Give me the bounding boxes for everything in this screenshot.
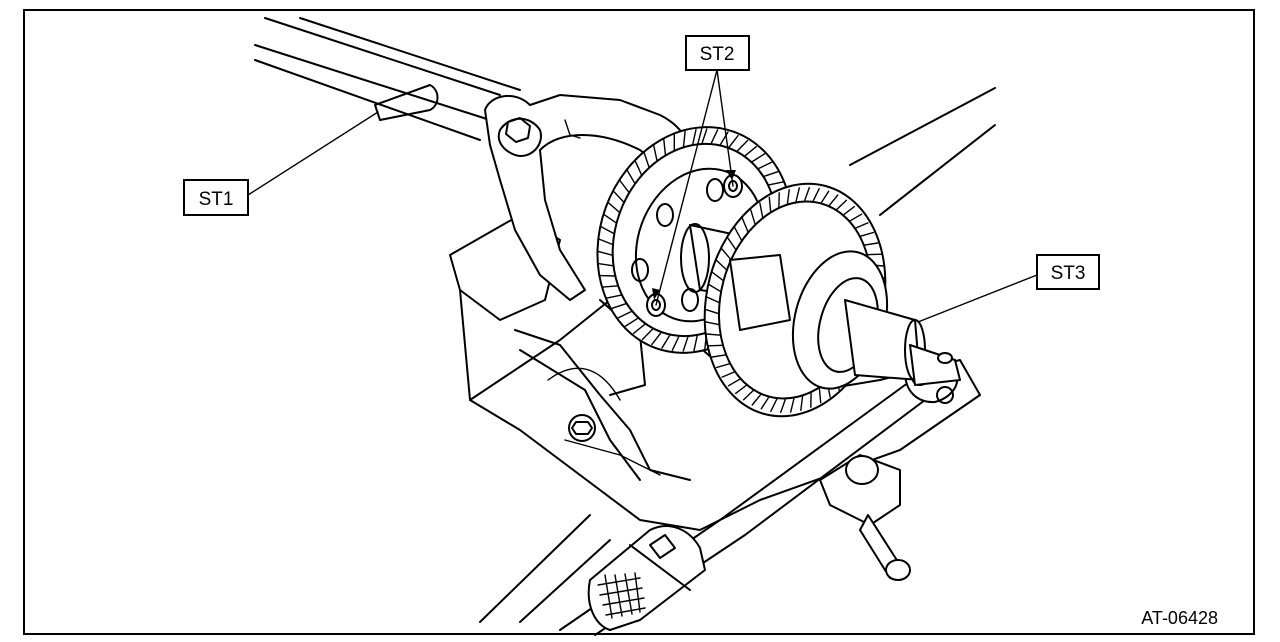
gear-tooth: [705, 333, 722, 336]
gear-tooth: [715, 259, 728, 271]
gear-tooth: [719, 131, 729, 147]
gear-tooth: [751, 393, 762, 406]
gear-tooth: [726, 236, 737, 251]
stand-clamp: [819, 454, 911, 581]
gear-tooth: [599, 225, 615, 235]
gear-tooth: [818, 386, 822, 404]
callout-st1: ST1: [183, 179, 249, 216]
gear-tooth: [661, 333, 671, 349]
gear-tooth: [597, 250, 614, 257]
gear-tooth: [632, 323, 647, 335]
gear-tooth: [682, 130, 686, 149]
differential-ring-gear: [703, 87, 996, 418]
gear-tooth: [741, 217, 749, 234]
gear-tooth: [710, 129, 719, 145]
housing-bolts: [568, 414, 596, 442]
gear-tooth: [606, 294, 623, 299]
gear-tooth: [848, 213, 863, 223]
gear-tooth: [790, 396, 795, 413]
gear-tooth: [759, 202, 764, 219]
gear-tooth: [653, 144, 658, 162]
gear-tooth: [820, 190, 830, 205]
gear-tooth: [705, 296, 721, 304]
gear-tooth: [691, 128, 697, 146]
gear-tooth: [715, 362, 731, 369]
gear-tooth: [643, 151, 650, 169]
callout-st1-text: ST1: [199, 189, 234, 210]
gear-tooth: [704, 308, 720, 315]
gear-tooth: [800, 394, 804, 411]
callout-leaders: [247, 69, 1038, 323]
gear-tooth: [721, 370, 736, 378]
gear-tooth: [762, 170, 779, 178]
gear-tooth: [707, 283, 722, 293]
gear-tooth: [624, 317, 640, 327]
gear-tooth: [854, 222, 869, 230]
gear-tooth: [727, 134, 739, 149]
callout-st3: ST3: [1036, 254, 1100, 290]
gear-tooth: [671, 335, 680, 351]
gear-tooth: [835, 199, 848, 211]
gear-tooth: [742, 389, 755, 401]
gear-tooth: [634, 159, 643, 177]
gear-tooth: [743, 145, 758, 158]
gear-tooth: [704, 321, 721, 326]
gear-tooth: [611, 302, 628, 309]
gear-tooth: [812, 187, 820, 203]
gear-tooth: [828, 194, 839, 207]
st3-adapter: [844, 299, 961, 386]
gear-tooth: [607, 201, 621, 214]
figure-id: AT-06428: [1141, 608, 1218, 628]
gear-tooth: [602, 213, 618, 224]
gear-tooth: [736, 139, 749, 153]
gear-tooth: [750, 209, 756, 226]
gear-tooth: [866, 253, 882, 256]
gear-tooth: [617, 310, 633, 319]
gear-tooth: [733, 226, 743, 242]
gear-tooth: [750, 153, 766, 163]
callout-st2: ST2: [685, 35, 750, 71]
gear-tooth: [693, 334, 699, 352]
gear-tooth: [757, 161, 773, 170]
figure-frame: [23, 9, 1255, 635]
gear-tooth: [641, 327, 654, 341]
gear-tooth: [727, 378, 742, 387]
gear-tooth: [602, 285, 619, 288]
callout-st3-text: ST3: [1051, 263, 1086, 284]
gear-tooth: [780, 397, 787, 414]
gear-tooth: [682, 335, 689, 352]
gear-tooth: [768, 196, 772, 214]
gear-tooth: [760, 395, 770, 410]
gear-tooth: [626, 169, 636, 185]
gear-tooth: [734, 384, 748, 395]
gear-tooth: [767, 181, 784, 186]
gear-tooth: [863, 242, 879, 246]
gear-tooth: [597, 262, 615, 267]
gear-tooth: [720, 247, 732, 261]
tool-handle: [587, 525, 706, 631]
gear-tooth: [612, 190, 625, 204]
callout-st2-text: ST2: [700, 44, 735, 65]
gear-tooth: [597, 238, 614, 246]
gear-tooth: [663, 138, 667, 157]
gear-tooth: [842, 205, 856, 216]
gear-tooth: [795, 187, 800, 204]
gear-tooth: [701, 128, 708, 145]
gear-tooth: [708, 344, 724, 347]
gear-tooth: [803, 186, 810, 203]
gear-tooth: [651, 331, 663, 346]
gear-tooth: [786, 188, 790, 206]
gear-tooth: [618, 179, 630, 194]
gear-tooth: [770, 397, 778, 412]
gear-tooth: [711, 354, 727, 358]
gear-tooth: [710, 271, 725, 282]
gear-tooth: [859, 231, 875, 238]
